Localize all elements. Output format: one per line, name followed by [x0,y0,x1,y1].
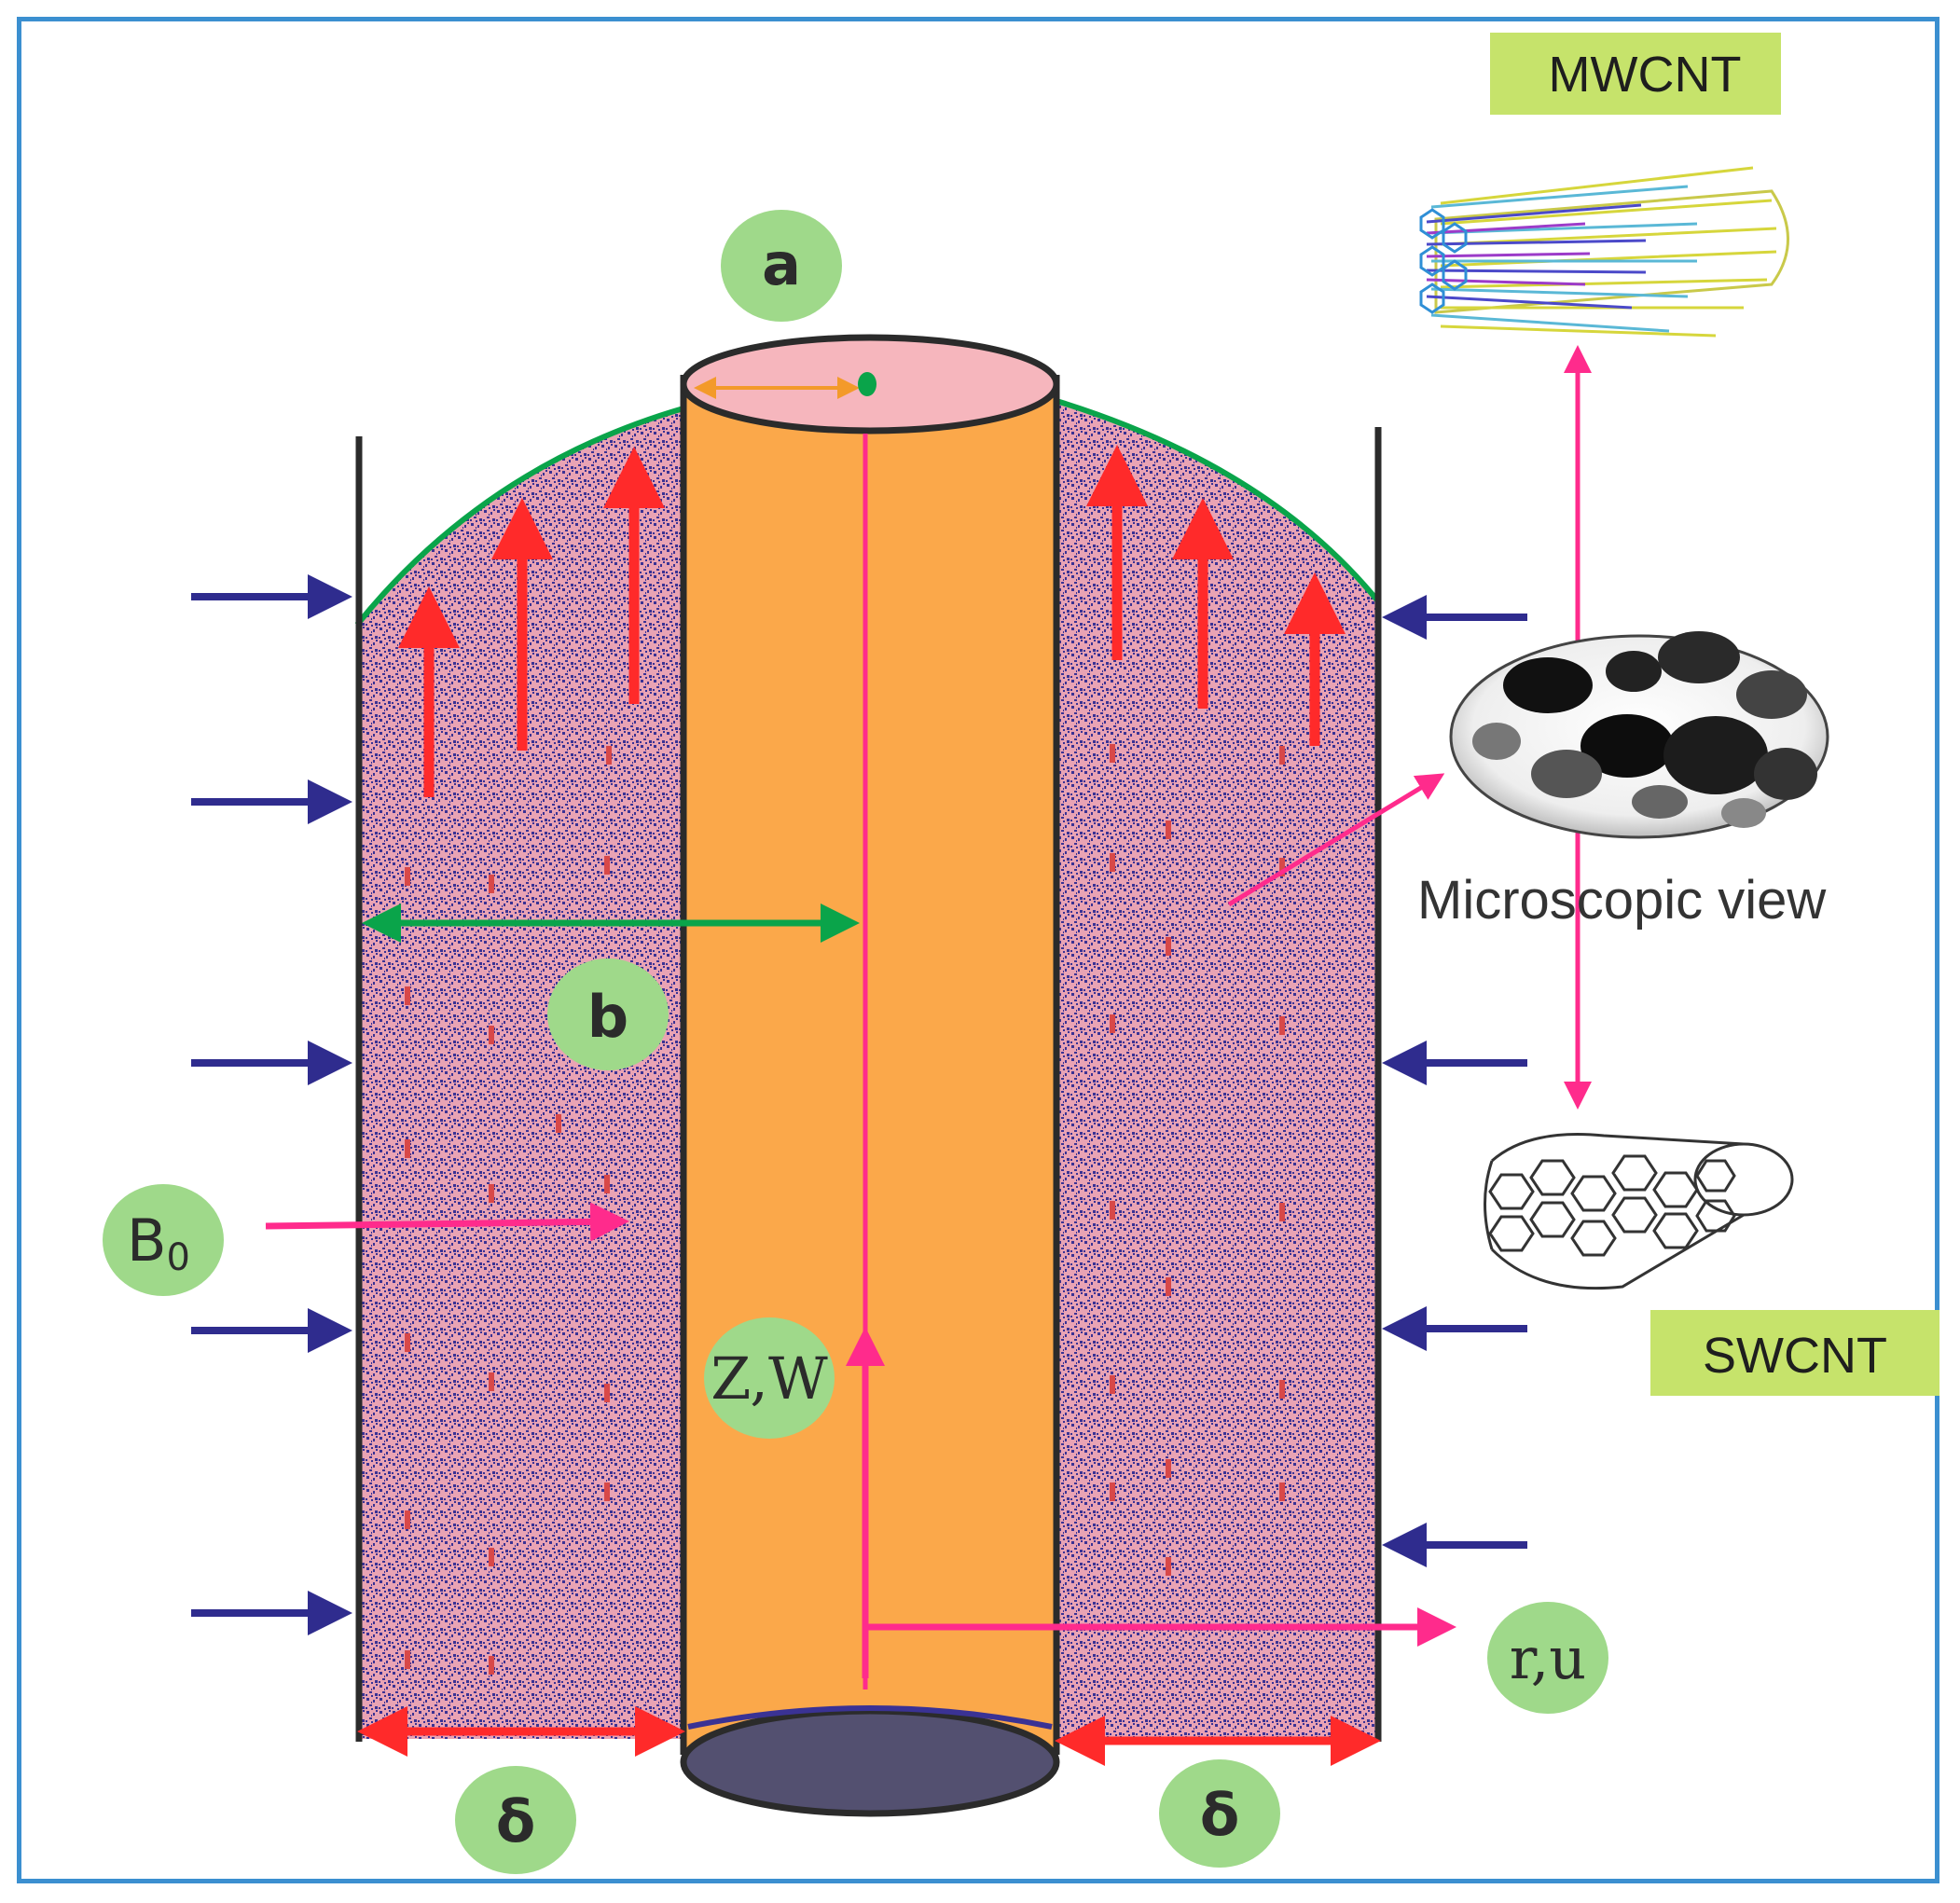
right-fluid-region [1056,401,1378,1739]
badge-a: a [721,210,842,322]
svg-text:B0: B0 [127,1207,190,1279]
right-free-surface [1056,398,1381,603]
badge-delta-right: δ [1159,1759,1280,1868]
badge-b: b [547,958,669,1070]
swcnt-nanotube-icon [1484,1133,1794,1290]
label-ru: r,u [1510,1624,1586,1692]
magnetic-field-arrow [265,1202,629,1242]
label-b: b [587,983,628,1051]
label-delta-right: δ [1200,1781,1240,1849]
badge-delta-left: δ [455,1766,576,1874]
right-wall-arrows [1382,595,1527,1567]
microscope-pointer-arrow [1227,773,1445,907]
inner-cylinder-bottom-rim [687,1705,1053,1730]
inner-cylinder-bottom [680,1707,1060,1817]
particle-dashes [405,744,1285,1675]
badge-ru: r,u [1487,1602,1608,1714]
label-b0-main: B [127,1207,167,1275]
swcnt-label-box: SWCNT [1650,1310,1939,1396]
microscopic-view-caption: Microscopic view [1417,870,1827,931]
label-a: a [762,230,801,298]
mwcnt-label: MWCNT [1549,47,1742,103]
mwcnt-label-box: MWCNT [1490,33,1781,115]
swcnt-label: SWCNT [1703,1328,1887,1384]
badge-zw: Z,W [704,1317,835,1439]
label-b0-sub: 0 [167,1236,190,1279]
left-free-surface [354,406,684,627]
label-zw: Z,W [711,1345,828,1413]
left-fluid-region [357,408,683,1739]
microscope-sphere-icon [1449,631,1829,839]
upward-flow-arrows [398,445,1346,797]
left-wall-arrows [191,574,352,1635]
mwcnt-nanotube-icon [1419,166,1789,338]
inner-cylinder-body [683,375,1056,1755]
center-point [858,372,876,396]
badge-b0: B0 [103,1184,224,1296]
label-delta-left: δ [496,1787,536,1855]
